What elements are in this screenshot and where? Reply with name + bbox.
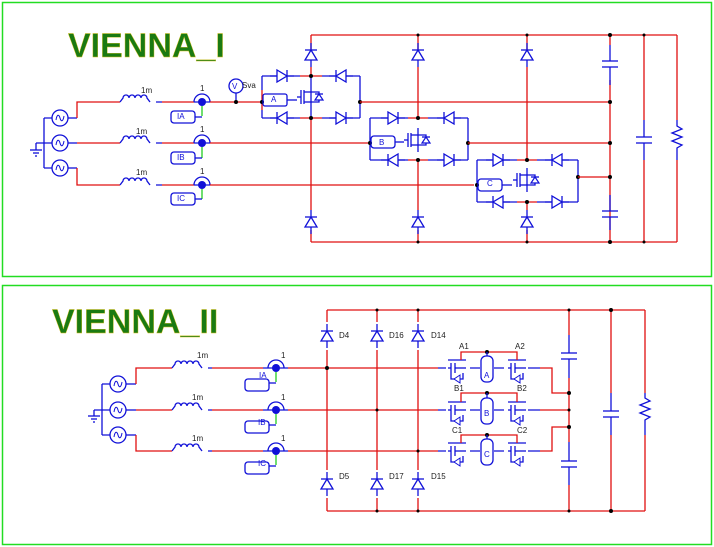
gate-driver-a: A xyxy=(484,371,490,380)
inductor-lc[interactable] xyxy=(119,177,151,186)
diode-label: D17 xyxy=(389,472,404,481)
diode[interactable] xyxy=(411,209,425,235)
current-sensor-b[interactable] xyxy=(193,134,211,148)
ct-ratio-label: 1 xyxy=(200,84,205,93)
svg-text:IA: IA xyxy=(259,371,267,380)
inductor-label: 1m xyxy=(192,393,203,402)
vienna1-ac-sources[interactable] xyxy=(30,109,77,177)
ct-ratio-label: 1 xyxy=(281,351,286,360)
ct-ratio-label: 1 xyxy=(200,125,205,134)
diode-d17[interactable] xyxy=(370,471,384,497)
vienna1-title: VIENNA_I xyxy=(68,27,225,65)
capacitor-output[interactable] xyxy=(602,399,620,429)
current-sensor-a[interactable] xyxy=(193,93,211,107)
panel-vienna2-frame xyxy=(1,284,713,546)
capacitor-output[interactable] xyxy=(635,125,653,155)
svg-text:IA: IA xyxy=(177,112,185,121)
inductor-lc[interactable] xyxy=(171,443,203,452)
load-resistor[interactable] xyxy=(670,120,684,160)
ammeter-ib[interactable]: IB xyxy=(244,418,276,434)
svg-text:IB: IB xyxy=(258,418,266,427)
ammeter-ic[interactable]: IC xyxy=(244,459,276,475)
vienna2-ac-sources[interactable] xyxy=(88,375,136,444)
diode-d15[interactable] xyxy=(411,471,425,497)
diode[interactable] xyxy=(520,209,534,235)
ammeter-ib[interactable]: IB xyxy=(170,151,202,165)
diode-label: D4 xyxy=(339,331,350,340)
panel-vienna1-frame xyxy=(1,1,713,278)
ground-icon xyxy=(30,143,42,157)
load-resistor[interactable] xyxy=(638,393,652,435)
current-sensor-c[interactable] xyxy=(193,176,211,190)
switch-pair-b[interactable]: B xyxy=(438,391,540,426)
ground-icon xyxy=(88,410,100,423)
inductor-label: 1m xyxy=(141,86,152,95)
svg-text:IB: IB xyxy=(177,153,185,162)
switch-label: B2 xyxy=(517,384,527,393)
capacitor-upper[interactable] xyxy=(601,49,619,79)
svg-text:A: A xyxy=(271,95,277,104)
bidirectional-switch-b[interactable] xyxy=(368,111,470,167)
diode[interactable] xyxy=(304,42,318,68)
current-sensor-c[interactable] xyxy=(267,442,285,456)
diode-label: D14 xyxy=(431,331,446,340)
svg-text:V: V xyxy=(232,82,238,91)
capacitor-upper[interactable] xyxy=(560,341,578,371)
current-sensor-b[interactable] xyxy=(267,401,285,415)
diode-label: D15 xyxy=(431,472,446,481)
gate-driver-b: B xyxy=(484,409,489,418)
inductor-label: 1m xyxy=(197,351,208,360)
diode-d14[interactable] xyxy=(411,323,425,349)
inductor-la[interactable] xyxy=(171,360,203,369)
gate-driver-b[interactable]: B xyxy=(370,135,404,149)
gate-driver-c[interactable]: C xyxy=(477,178,512,192)
inductor-label: 1m xyxy=(192,434,203,443)
svg-text:B: B xyxy=(379,138,384,147)
switch-label: B1 xyxy=(454,384,464,393)
switch-pair-a[interactable]: A xyxy=(438,350,540,384)
svg-text:C: C xyxy=(487,179,493,188)
ammeter-ia[interactable]: IA xyxy=(244,371,276,392)
diode[interactable] xyxy=(411,42,425,68)
vienna2-title: VIENNA_II xyxy=(52,303,218,341)
ammeter-ia[interactable]: IA xyxy=(170,110,202,124)
inductor-label: 1m xyxy=(136,168,147,177)
switch-label: A2 xyxy=(515,342,525,351)
switch-label: C2 xyxy=(517,426,528,435)
diode-d16[interactable] xyxy=(370,323,384,349)
bidirectional-switch-a[interactable] xyxy=(260,69,362,125)
svg-text:Sva: Sva xyxy=(242,81,256,90)
inductor-lb[interactable] xyxy=(119,135,151,144)
switch-label: A1 xyxy=(459,342,469,351)
svg-text:IC: IC xyxy=(177,194,185,203)
capacitor-lower[interactable] xyxy=(560,449,578,479)
ct-ratio-label: 1 xyxy=(281,393,286,402)
diode-label: D5 xyxy=(339,472,350,481)
bidirectional-switch-c[interactable] xyxy=(475,153,580,209)
switch-pair-c[interactable]: C xyxy=(438,433,540,467)
ammeter-ic[interactable]: IC xyxy=(170,192,202,206)
ct-ratio-label: 1 xyxy=(200,167,205,176)
switch-label: C1 xyxy=(452,426,463,435)
ct-ratio-label: 1 xyxy=(281,434,286,443)
diode-label: D16 xyxy=(389,331,404,340)
diode-d4[interactable] xyxy=(320,323,334,349)
diode[interactable] xyxy=(520,42,534,68)
inductor-lb[interactable] xyxy=(171,402,203,411)
gate-driver-a[interactable]: A xyxy=(262,93,297,107)
inductor-la[interactable] xyxy=(119,94,151,103)
current-sensor-a[interactable] xyxy=(267,359,285,373)
diode[interactable] xyxy=(304,209,318,235)
inductor-label: 1m xyxy=(136,127,147,136)
svg-text:IC: IC xyxy=(258,459,266,468)
diode-d5[interactable] xyxy=(320,471,334,497)
gate-driver-c: C xyxy=(484,450,490,459)
voltmeter-sva[interactable]: V Sva xyxy=(228,78,256,102)
